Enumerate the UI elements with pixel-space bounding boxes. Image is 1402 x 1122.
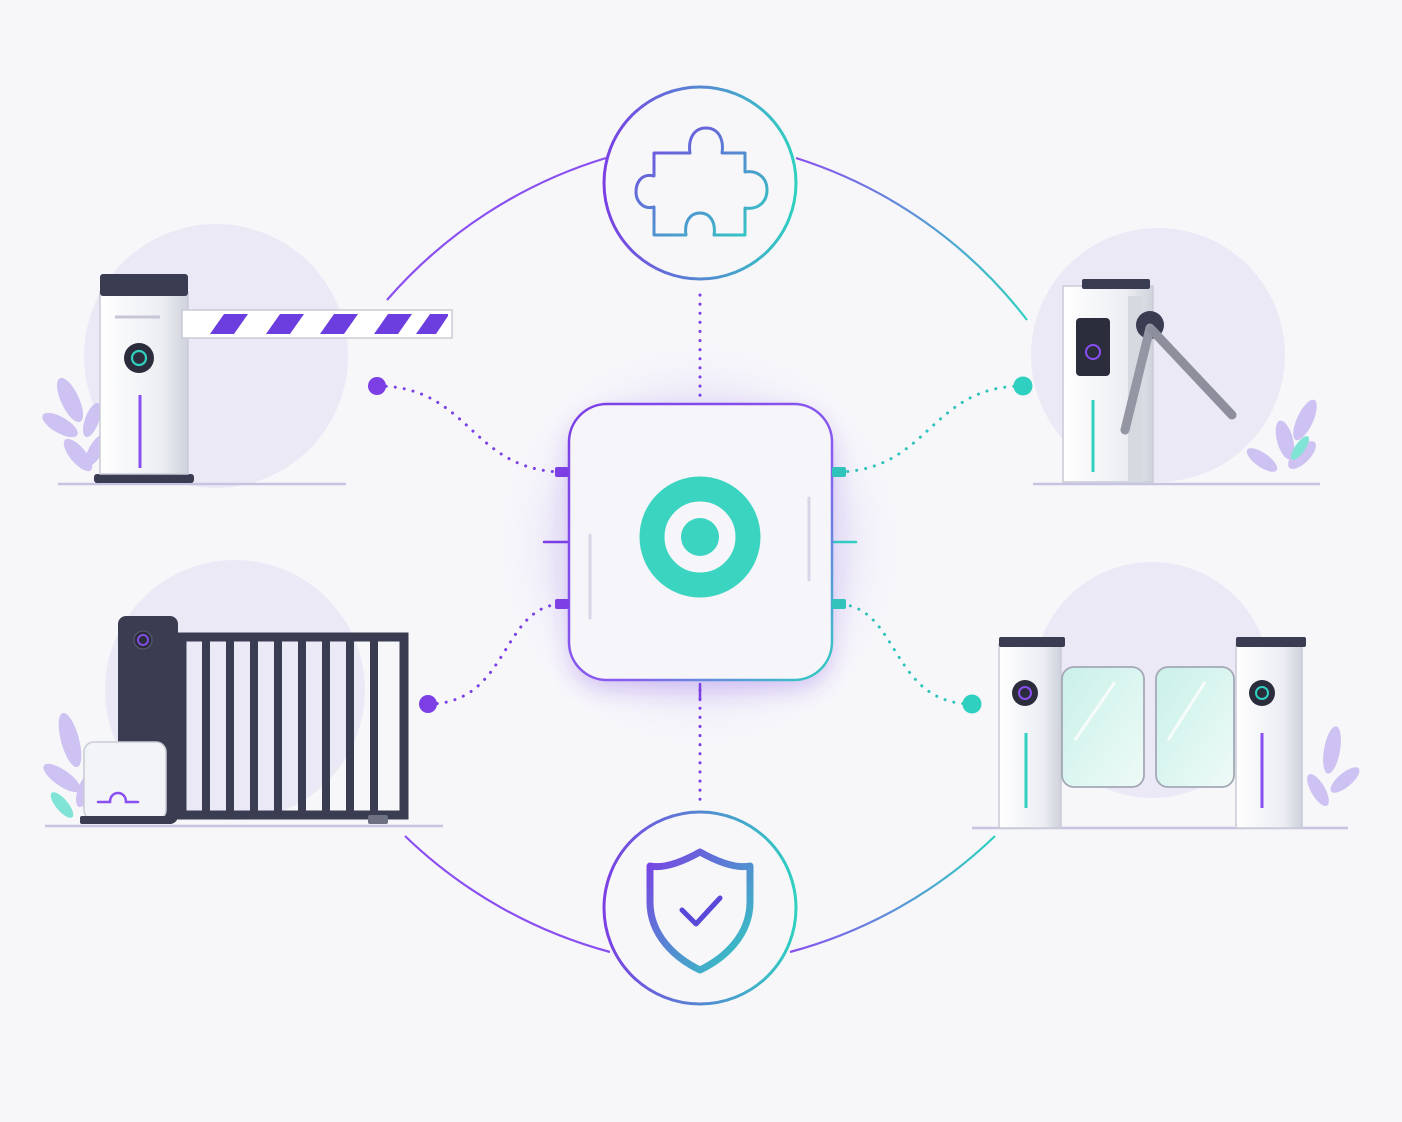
plant-left-top (42, 377, 107, 472)
sliding-gate-device (43, 560, 443, 828)
tripod-turnstile-device (1031, 228, 1320, 486)
top-node[interactable] (602, 85, 798, 281)
endpoint-gate-dot (419, 695, 437, 713)
orbit-ring (386, 156, 1028, 954)
puzzle-piece-icon (634, 126, 769, 237)
boom-barrier-device (42, 224, 453, 488)
connector-gate (426, 602, 564, 706)
endpoint-turnstile-dot (1013, 376, 1033, 396)
connector-endpoints (368, 376, 1033, 714)
shield-check-icon (646, 848, 754, 974)
hub-controller[interactable] (542, 402, 858, 702)
target-ring-icon (639, 476, 761, 598)
plant-right-top (1246, 399, 1317, 472)
connector-speedgate (836, 602, 974, 706)
bottom-node[interactable] (602, 810, 798, 1006)
connectors (375, 293, 1025, 802)
plant-right-bottom (1307, 726, 1360, 806)
endpoint-barrier-dot (368, 377, 386, 395)
swing-speed-gate-device (972, 562, 1360, 830)
endpoint-speedgate-dot (962, 694, 982, 714)
